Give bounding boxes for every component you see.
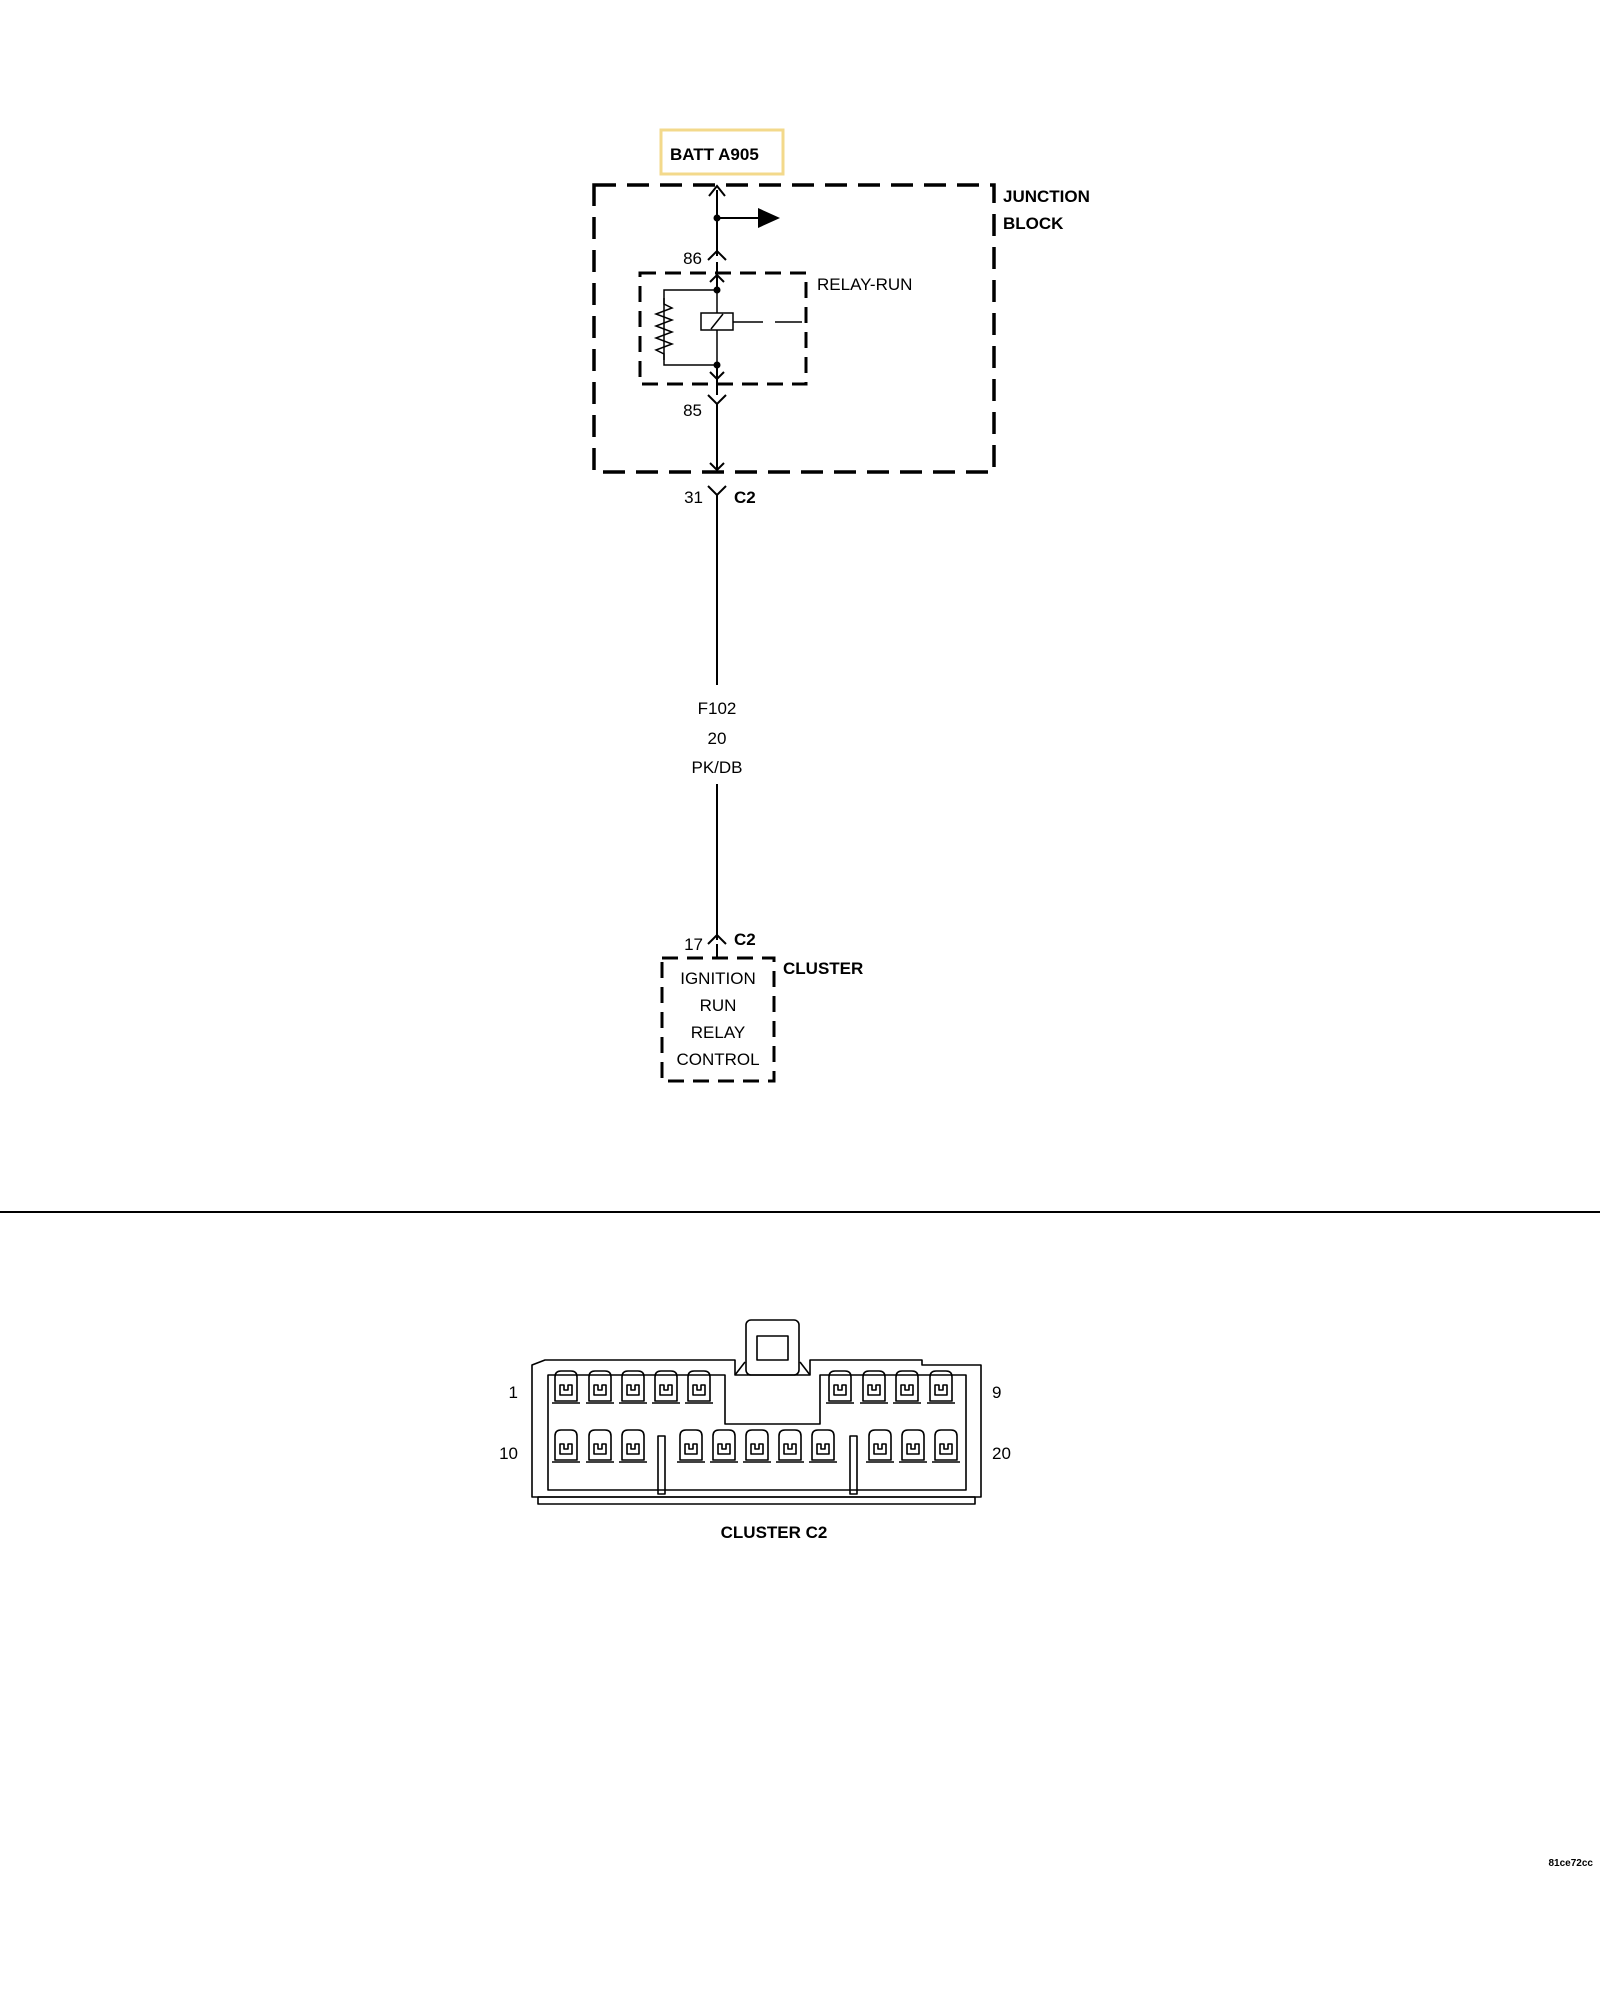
- connector-cavity: [927, 1370, 955, 1404]
- connector-cavity: [776, 1429, 804, 1463]
- connector-base: [537, 1496, 976, 1505]
- batt-a905-highlight-box[interactable]: [659, 128, 785, 176]
- c2-pin-31-connector-icon: [707, 485, 727, 497]
- branch-arrow-icon: [758, 208, 780, 228]
- relay-suppressor-wire: [663, 289, 717, 366]
- junction-block-label-line2: BLOCK: [1003, 214, 1064, 233]
- relay-top-arrow-icon: [709, 273, 725, 283]
- connector-cavity: [619, 1370, 647, 1404]
- wire-circuit-label: F102: [698, 699, 737, 718]
- cluster-function-line-2: RUN: [700, 996, 737, 1015]
- cluster-function-line-3: RELAY: [691, 1023, 746, 1042]
- c2-pin-17-connector-icon: [707, 933, 727, 945]
- resistor-icon: [653, 298, 675, 360]
- connector-latch: [745, 1319, 800, 1376]
- connector-pin-9-label: 9: [992, 1383, 1001, 1402]
- connector-bottom-row: [552, 1429, 960, 1463]
- connector-cavity: [586, 1370, 614, 1404]
- connector-pin-1-label: 1: [509, 1383, 518, 1402]
- wire-color-label: PK/DB: [691, 758, 742, 777]
- connector-inner-outline: [547, 1374, 967, 1491]
- connector-cavity: [899, 1429, 927, 1463]
- c2-pin-17-label: 17: [684, 935, 703, 954]
- connector-cavity: [552, 1370, 580, 1404]
- connector-top-row: [552, 1370, 955, 1404]
- connector-cavity: [652, 1370, 680, 1404]
- batt-a905-label: BATT A905: [670, 145, 759, 164]
- connector-cavity: [677, 1429, 705, 1463]
- connector-pin-20-label: 20: [992, 1444, 1011, 1463]
- cluster-c2-connector-view: [531, 1319, 982, 1505]
- junction-block-boundary: [592, 183, 996, 474]
- c2-pin-31-label: 31: [684, 488, 703, 507]
- cluster-function-line-4: CONTROL: [676, 1050, 759, 1069]
- connector-pin-10-label: 10: [499, 1444, 518, 1463]
- connector-cavity: [809, 1429, 837, 1463]
- connector-cavity: [552, 1429, 580, 1463]
- connector-key-slot-right: [849, 1435, 858, 1495]
- relay-coil-slash: [710, 313, 724, 330]
- pin-86-connector-icon: [707, 249, 727, 261]
- connector-cavity: [586, 1429, 614, 1463]
- connector-cavity: [685, 1370, 713, 1404]
- jb-exit-arrow-icon: [709, 462, 725, 472]
- connector-cavity: [893, 1370, 921, 1404]
- cluster-label: CLUSTER: [783, 959, 863, 978]
- pin-86-label: 86: [683, 249, 702, 268]
- connector-cavity: [860, 1370, 888, 1404]
- relay-run-label: RELAY-RUN: [817, 275, 912, 294]
- connector-cavity: [866, 1429, 894, 1463]
- wire-gauge-label: 20: [708, 729, 727, 748]
- feed-arrowhead-icon: [708, 184, 726, 197]
- c2-cluster-connector-label: C2: [734, 930, 756, 949]
- connector-key-slot-left: [657, 1435, 666, 1495]
- pin-85-label: 85: [683, 401, 702, 420]
- relay-run-boundary: [638, 271, 808, 386]
- connector-latch-window: [756, 1335, 789, 1361]
- pin-85-connector-icon: [707, 394, 727, 406]
- cluster-function-line-1: IGNITION: [680, 969, 756, 988]
- connector-inner-step-right: [799, 1361, 811, 1376]
- connector-cavity: [710, 1429, 738, 1463]
- connector-cavity: [932, 1429, 960, 1463]
- connector-cavity: [619, 1429, 647, 1463]
- connector-inner-step-left: [734, 1361, 746, 1376]
- connector-cavity: [743, 1429, 771, 1463]
- connector-cavity: [826, 1370, 854, 1404]
- c2-jb-connector-label: C2: [734, 488, 756, 507]
- diagram-code: 81ce72cc: [1549, 1858, 1594, 1869]
- connector-caption: CLUSTER C2: [721, 1523, 828, 1542]
- cluster-boundary: [660, 956, 776, 1083]
- connector-housing: [531, 1359, 982, 1498]
- junction-block-label-line1: JUNCTION: [1003, 187, 1090, 206]
